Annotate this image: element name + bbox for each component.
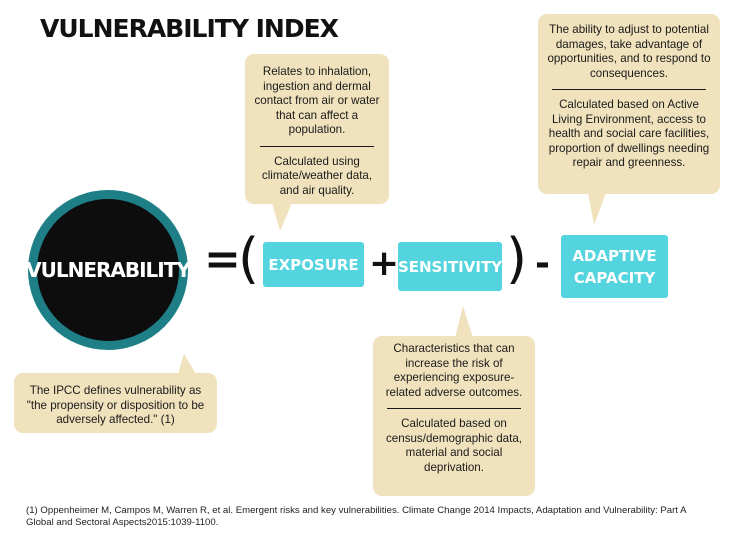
exposure-label: EXPOSURE bbox=[268, 255, 359, 274]
footnote: (1) Oppenheimer M, Campos M, Warren R, e… bbox=[26, 505, 686, 528]
page-title: VULNERABILITY INDEX bbox=[40, 14, 339, 43]
definition-text: The IPCC defines vulnerability as "the p… bbox=[26, 384, 205, 426]
adaptive-callout: The ability to adjust to potential damag… bbox=[538, 14, 720, 194]
sensitivity-calculation: Calculated based on census/demographic d… bbox=[386, 417, 522, 474]
sensitivity-divider bbox=[387, 408, 521, 409]
close-parenthesis: ) bbox=[506, 227, 528, 290]
exposure-callout-tail bbox=[272, 203, 292, 231]
adaptive-capacity-box: ADAPTIVE CAPACITY bbox=[561, 235, 668, 298]
equals-sign: = bbox=[204, 234, 241, 285]
exposure-callout: Relates to inhalation, ingestion and der… bbox=[245, 54, 389, 204]
adaptive-description: The ability to adjust to potential damag… bbox=[547, 23, 711, 80]
definition-callout: The IPCC defines vulnerability as "the p… bbox=[14, 373, 217, 433]
exposure-box: EXPOSURE bbox=[263, 242, 364, 287]
sensitivity-callout-tail bbox=[455, 306, 473, 338]
definition-callout-tail bbox=[178, 354, 196, 374]
sensitivity-box: SENSITIVITY bbox=[398, 242, 502, 291]
vulnerability-label: VULNERABILITY bbox=[26, 258, 191, 282]
sensitivity-label: SENSITIVITY bbox=[397, 257, 503, 276]
adaptive-label-line1: ADAPTIVE bbox=[572, 246, 657, 265]
exposure-divider bbox=[260, 145, 374, 147]
sensitivity-callout: Characteristics that can increase the ri… bbox=[373, 336, 535, 496]
adaptive-calculation: Calculated based on Active Living Enviro… bbox=[548, 98, 710, 169]
plus-sign: + bbox=[369, 243, 400, 284]
open-parenthesis: ( bbox=[238, 227, 260, 290]
minus-sign: - bbox=[535, 243, 550, 284]
vulnerability-circle: VULNERABILITY bbox=[26, 190, 191, 350]
sensitivity-description: Characteristics that can increase the ri… bbox=[385, 342, 523, 399]
adaptive-divider bbox=[552, 89, 706, 90]
adaptive-callout-tail bbox=[588, 193, 606, 225]
adaptive-label-line2: CAPACITY bbox=[573, 268, 656, 287]
exposure-description: Relates to inhalation, ingestion and der… bbox=[254, 65, 380, 136]
exposure-calculation: Calculated using climate/weather data, a… bbox=[261, 154, 373, 197]
